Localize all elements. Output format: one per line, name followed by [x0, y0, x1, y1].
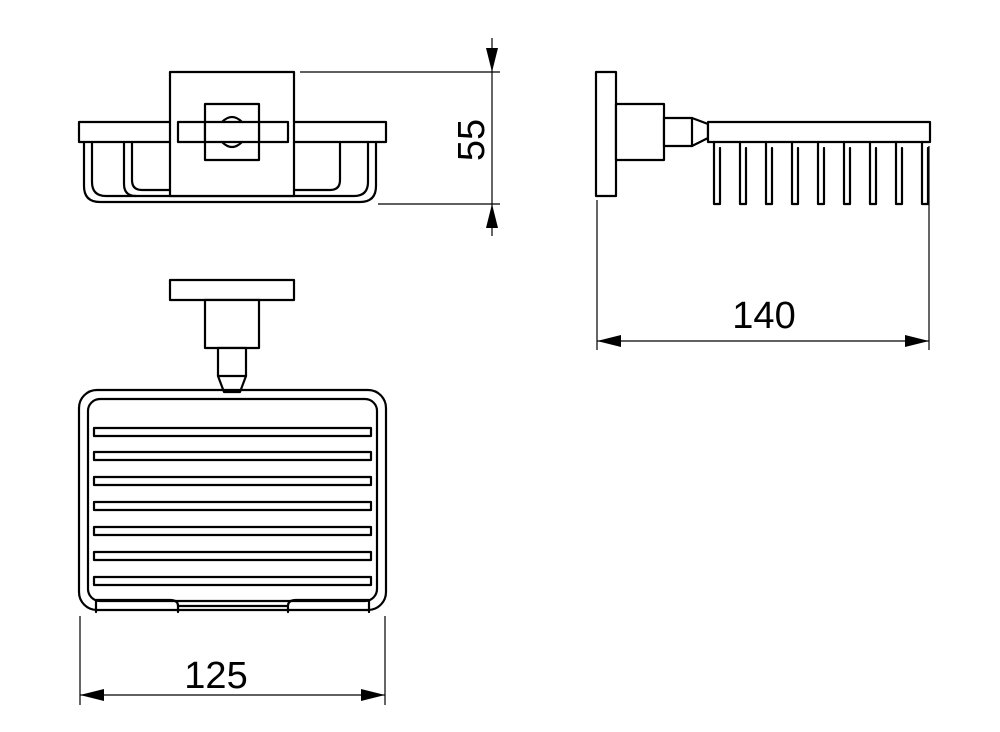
- top-connector: [216, 346, 248, 394]
- width-arrow-left: [80, 689, 104, 701]
- dimension-depth: 140: [596, 146, 930, 350]
- height-arrow-bottom: [486, 204, 498, 228]
- depth-arrow-left: [597, 335, 621, 347]
- depth-dim-label: 140: [732, 295, 795, 337]
- side-wires: [712, 140, 930, 206]
- side-connector: [662, 116, 710, 148]
- top-basket-outer: [77, 388, 388, 612]
- side-wire: [764, 140, 774, 206]
- height-arrow-top: [486, 48, 498, 72]
- front-basket-outer: [82, 140, 378, 204]
- top-wire: [92, 475, 373, 487]
- width-arrow-right: [361, 689, 385, 701]
- side-wire: [712, 140, 722, 206]
- front-view: [77, 70, 388, 204]
- top-view: [77, 278, 388, 614]
- top-wire: [92, 525, 373, 537]
- dimension-height: 55: [300, 38, 500, 236]
- front-inner-loop-left: [122, 140, 138, 198]
- dimension-width: 125: [79, 616, 386, 705]
- side-basket-rim: [706, 120, 932, 144]
- top-basket-inner: [86, 397, 379, 603]
- top-wire: [92, 500, 373, 512]
- side-wire: [738, 140, 748, 206]
- top-wires: [92, 426, 373, 587]
- side-wire: [868, 140, 878, 206]
- side-wire: [816, 140, 826, 206]
- front-screw-circle: [220, 115, 244, 149]
- height-dim-label: 55: [451, 119, 493, 161]
- width-dim-label: 125: [184, 655, 247, 697]
- side-wire: [920, 140, 930, 206]
- top-wire: [92, 426, 373, 438]
- side-view: [594, 70, 932, 206]
- side-bracket-body: [614, 102, 666, 162]
- top-wire: [92, 450, 373, 462]
- side-wire: [790, 140, 800, 206]
- top-wire: [92, 575, 373, 587]
- side-wall-plate: [594, 70, 618, 198]
- side-wire: [842, 140, 852, 206]
- top-wall-plate: [168, 278, 296, 302]
- top-wire: [92, 550, 373, 562]
- depth-arrow-right: [905, 335, 929, 347]
- top-bracket-body: [203, 298, 261, 350]
- front-mount-bar: [203, 120, 261, 144]
- side-wire: [894, 140, 904, 206]
